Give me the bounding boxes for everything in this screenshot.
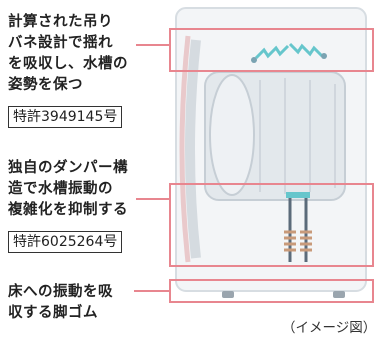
suspension-description: 計算された吊り バネ設計で揺れ を吸収し、水槽の 姿勢を保つ [8,12,128,96]
description-line: 収する脚ゴム [8,305,98,321]
damper-highlight-box [169,183,374,267]
damper-icon [284,192,312,262]
description-line: 独自のダンパー構 [8,160,128,176]
patent-badge: 特許3949145号 [8,106,123,128]
description-line: バネ設計で揺れ [8,35,113,51]
feet-connector-line [134,290,170,292]
drum-opening [209,74,255,196]
description-line: 床への振動を吸 [8,284,113,300]
description-line: 計算された吊り [8,14,113,30]
door-gasket [179,35,191,263]
description-line: を吸収し、水槽の [8,56,128,72]
door-frame [185,39,201,259]
suspension-highlight-box [169,28,374,72]
damper-connector-line [136,198,170,200]
feet-description: 床への振動を吸 収する脚ゴム [8,282,113,324]
image-caption: （イメージ図） [282,320,377,336]
patent-badge: 特許6025264号 [8,231,123,253]
rubber-foot-icon [222,291,345,298]
description-line: 造で水槽振動の [8,181,113,197]
drum-ribs [259,78,336,194]
feet-highlight-box [169,279,374,303]
description-line: 複雑化を抑制する [8,202,128,218]
damper-description: 独自のダンパー構 造で水槽振動の 複雑化を抑制する [8,158,128,221]
suspension-connector-line [136,44,170,46]
description-line: 姿勢を保つ [8,77,83,93]
suspension-spring-icon [251,42,327,63]
